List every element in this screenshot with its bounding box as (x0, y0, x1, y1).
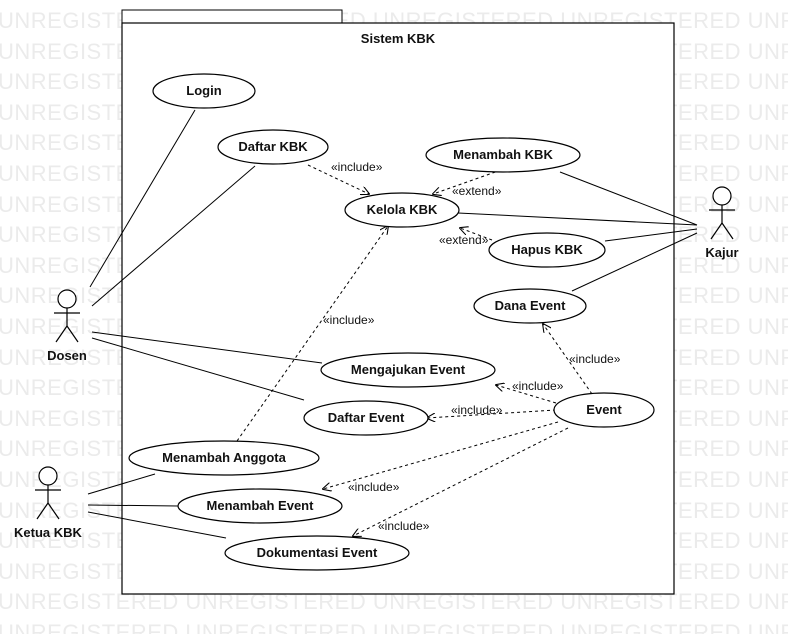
label-include-5: «include» (451, 403, 503, 417)
actor-ketua-kbk[interactable]: Ketua KBK (14, 466, 83, 540)
use-case-daftar-kbk-label: Daftar KBK (238, 139, 308, 154)
use-case-kelola-kbk[interactable]: Kelola KBK (344, 192, 460, 228)
assoc-kajur-dana-event (571, 232, 698, 292)
assoc-ketua-dokumentasi-event (87, 511, 227, 539)
associations (87, 109, 698, 539)
label-extend-1: «extend» (452, 184, 502, 198)
assoc-ketua-menambah-event (87, 504, 179, 507)
use-case-menambah-anggota[interactable]: Menambah Anggota (128, 440, 320, 476)
use-case-event[interactable]: Event (553, 392, 655, 428)
assoc-dosen-daftar-event (91, 337, 305, 401)
dependencies (236, 164, 593, 536)
use-case-dokumentasi-event[interactable]: Dokumentasi Event (224, 535, 410, 571)
use-case-menambah-kbk-label: Menambah KBK (453, 147, 553, 162)
use-case-dana-event[interactable]: Dana Event (473, 288, 587, 324)
actor-dosen[interactable]: Dosen (47, 289, 87, 363)
use-case-dokumentasi-event-label: Dokumentasi Event (257, 545, 378, 560)
include-anggota-kelola (236, 226, 388, 442)
use-cases: Login Daftar KBK Menambah KBK Kelola KBK… (128, 73, 655, 571)
include-event-mengajukan (496, 385, 557, 404)
use-case-dana-event-label: Dana Event (495, 298, 566, 313)
actor-kajur-label: Kajur (705, 245, 738, 260)
label-include-2: «include» (323, 313, 375, 327)
extend-menambah-kelola (433, 169, 502, 194)
include-daftar-kbk-kelola (307, 164, 369, 194)
actors: Dosen Ketua KBK Kajur (14, 186, 739, 540)
label-extend-2: «extend» (439, 233, 489, 247)
use-case-menambah-kbk[interactable]: Menambah KBK (425, 137, 581, 173)
label-include-6: «include» (348, 480, 400, 494)
use-case-login-label: Login (186, 83, 221, 98)
assoc-kajur-hapus-kbk (604, 228, 698, 242)
use-case-hapus-kbk[interactable]: Hapus KBK (488, 232, 606, 268)
include-event-menambah (323, 421, 559, 489)
use-case-login[interactable]: Login (152, 73, 256, 109)
label-include-1: «include» (331, 160, 383, 174)
use-case-mengajukan-event[interactable]: Mengajukan Event (320, 352, 496, 388)
use-case-event-label: Event (586, 402, 622, 417)
use-case-menambah-event-label: Menambah Event (207, 498, 315, 513)
stereotype-labels: «include» «extend» «extend» «include» «i… (323, 160, 621, 533)
label-include-7: «include» (378, 519, 430, 533)
system-title: Sistem KBK (361, 31, 436, 46)
assoc-ketua-menambah-anggota (87, 473, 156, 495)
use-case-daftar-event-label: Daftar Event (328, 410, 405, 425)
include-event-dana (543, 324, 593, 395)
assoc-dosen-login (89, 109, 196, 288)
actor-dosen-label: Dosen (47, 348, 87, 363)
assoc-dosen-mengajukan-event (91, 331, 323, 364)
assoc-kajur-kelola-kbk (457, 212, 698, 226)
actor-ketua-kbk-label: Ketua KBK (14, 525, 83, 540)
label-include-3: «include» (569, 352, 621, 366)
assoc-kajur-menambah-kbk (559, 171, 698, 226)
include-event-dokumentasi (353, 427, 569, 536)
label-include-4: «include» (512, 379, 564, 393)
use-case-menambah-anggota-label: Menambah Anggota (162, 450, 287, 465)
assoc-dosen-daftar-kbk (91, 165, 256, 307)
use-case-menambah-event[interactable]: Menambah Event (177, 488, 343, 524)
use-case-hapus-kbk-label: Hapus KBK (511, 242, 583, 257)
use-case-daftar-kbk[interactable]: Daftar KBK (217, 129, 329, 165)
use-case-daftar-event[interactable]: Daftar Event (303, 400, 429, 436)
use-case-kelola-kbk-label: Kelola KBK (367, 202, 438, 217)
actor-kajur[interactable]: Kajur (705, 186, 739, 260)
use-case-mengajukan-event-label: Mengajukan Event (351, 362, 466, 377)
